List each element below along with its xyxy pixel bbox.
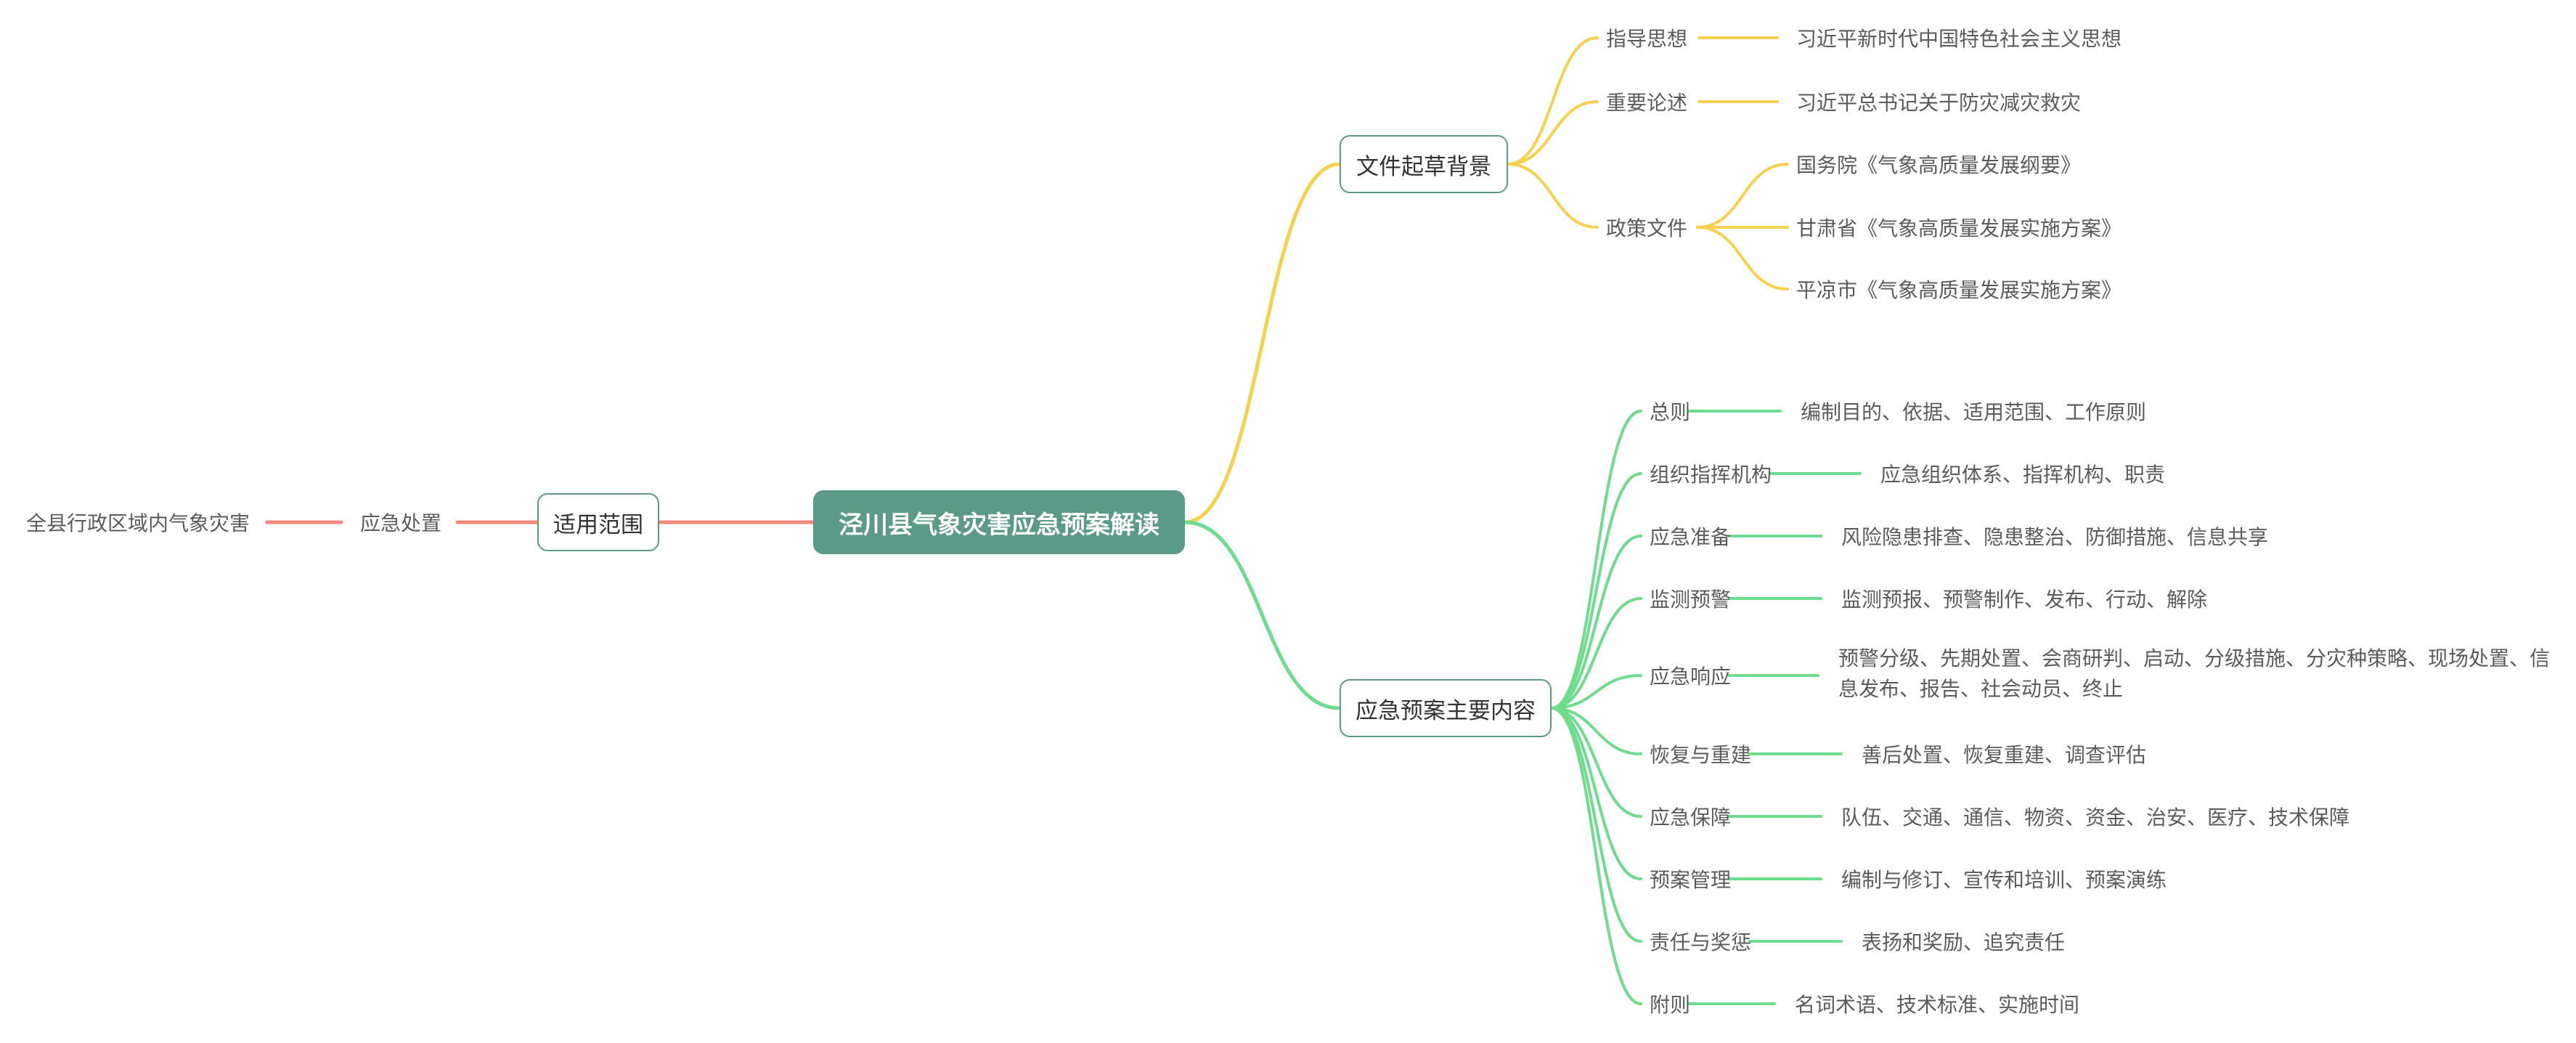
connector-background-1 bbox=[1507, 100, 1599, 166]
detail-command-organization[interactable]: 应急组织体系、指挥机构、职责 bbox=[1880, 463, 2166, 487]
subtopic-recovery-reconstruction[interactable]: 恢复与重建 bbox=[1650, 743, 1752, 767]
subtopic-policy-documents[interactable]: 政策文件 bbox=[1606, 216, 1688, 240]
detail-scope-region[interactable]: 全县行政区域内气象灾害 bbox=[26, 511, 250, 535]
detail-emergency-preparation[interactable]: 风险隐患排查、隐患整治、防御措施、信息共享 bbox=[1841, 525, 2269, 549]
detail-emergency-response[interactable]: 预警分级、先期处置、会商研判、启动、分级措施、分灾种策略、现场处置、信息发布、报… bbox=[1838, 646, 2551, 701]
topic-scope[interactable]: 适用范围 bbox=[537, 493, 659, 551]
connector-policy-0 bbox=[1696, 163, 1789, 229]
detail-guiding-thought[interactable]: 习近平新时代中国特色社会主义思想 bbox=[1796, 27, 2122, 51]
detail-supplementary-provisions[interactable]: 名词术语、技术标准、实施时间 bbox=[1795, 993, 2080, 1017]
connector-policy-2 bbox=[1696, 226, 1789, 291]
connector-content-0 bbox=[1550, 410, 1642, 710]
connector-content-4 bbox=[1550, 674, 1642, 710]
detail-recovery-reconstruction[interactable]: 善后处置、恢复重建、调查评估 bbox=[1862, 743, 2147, 767]
subtopic-general-provisions[interactable]: 总则 bbox=[1650, 400, 1691, 424]
subtopic-emergency-handling[interactable]: 应急处置 bbox=[360, 511, 442, 535]
connector-background-0 bbox=[1507, 36, 1599, 166]
subtopic-emergency-response[interactable]: 应急响应 bbox=[1650, 665, 1732, 689]
detail-policy-state-council[interactable]: 国务院《气象高质量发展纲要》 bbox=[1796, 153, 2082, 177]
connector-background-2 bbox=[1507, 163, 1599, 229]
subtopic-command-organization[interactable]: 组织指挥机构 bbox=[1650, 463, 1772, 487]
subtopic-emergency-preparation[interactable]: 应急准备 bbox=[1650, 525, 1732, 549]
subtopic-monitoring-warning[interactable]: 监测预警 bbox=[1650, 588, 1732, 612]
connector-content-7 bbox=[1550, 707, 1642, 880]
connector-content-3 bbox=[1550, 597, 1642, 710]
detail-policy-pingliang[interactable]: 平凉市《气象高质量发展实施方案》 bbox=[1796, 278, 2122, 302]
detail-policy-gansu[interactable]: 甘肃省《气象高质量发展实施方案》 bbox=[1796, 216, 2122, 240]
subtopic-guiding-thought[interactable]: 指导思想 bbox=[1606, 27, 1688, 51]
root-topic[interactable]: 泾川县气象灾害应急预案解读 bbox=[813, 490, 1185, 554]
subtopic-emergency-support[interactable]: 应急保障 bbox=[1650, 805, 1732, 829]
connector-content-9 bbox=[1550, 707, 1642, 1005]
detail-monitoring-warning[interactable]: 监测预报、预警制作、发布、行动、解除 bbox=[1841, 588, 2208, 612]
connector-content-5 bbox=[1550, 707, 1642, 755]
connector-content-1 bbox=[1550, 472, 1642, 710]
subtopic-responsibility-rewards[interactable]: 责任与奖惩 bbox=[1650, 930, 1752, 954]
detail-general-provisions[interactable]: 编制目的、依据、适用范围、工作原则 bbox=[1801, 400, 2147, 424]
detail-responsibility-rewards[interactable]: 表扬和奖励、追究责任 bbox=[1862, 930, 2066, 954]
topic-background[interactable]: 文件起草背景 bbox=[1340, 135, 1508, 193]
topic-content[interactable]: 应急预案主要内容 bbox=[1340, 679, 1552, 737]
connector-content-6 bbox=[1550, 707, 1642, 818]
connector-root-background bbox=[1183, 162, 1342, 524]
connector-content-8 bbox=[1550, 707, 1642, 943]
subtopic-supplementary-provisions[interactable]: 附则 bbox=[1650, 993, 1691, 1017]
subtopic-important-discourse[interactable]: 重要论述 bbox=[1606, 91, 1688, 115]
connector-root-content bbox=[1183, 520, 1342, 710]
detail-emergency-support[interactable]: 队伍、交通、通信、物资、资金、治安、医疗、技术保障 bbox=[1841, 805, 2350, 829]
detail-plan-management[interactable]: 编制与修订、宣传和培训、预案演练 bbox=[1841, 868, 2167, 892]
connector-content-2 bbox=[1550, 535, 1642, 710]
subtopic-plan-management[interactable]: 预案管理 bbox=[1650, 868, 1732, 892]
detail-important-discourse[interactable]: 习近平总书记关于防灾减灾救灾 bbox=[1796, 91, 2082, 115]
